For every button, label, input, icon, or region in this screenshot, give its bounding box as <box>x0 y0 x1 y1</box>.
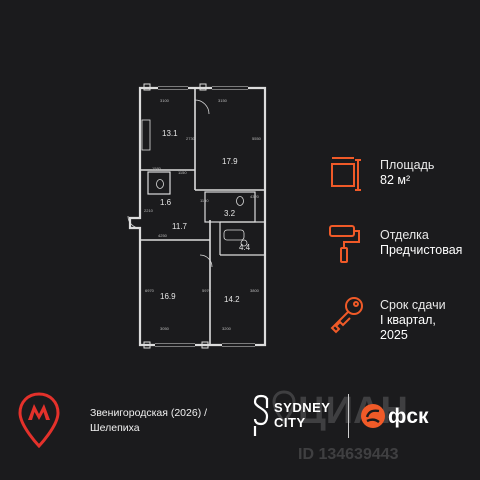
dim-label: 5550 <box>252 136 262 141</box>
dim-label: 3150 <box>218 98 228 103</box>
room-17-9-label: 17.9 <box>222 157 238 166</box>
room-4-4-label: 4.4 <box>239 243 251 252</box>
sydney-city-logo: SYDNEY CITY <box>252 394 342 438</box>
dim-label: 3800 <box>250 288 260 293</box>
finish-label: Отделка <box>380 228 429 242</box>
city-text: CITY <box>274 415 306 430</box>
floor-plan: 13.1 17.9 1.6 3.2 11.7 4.4 16.9 14.2 310… <box>100 80 280 350</box>
dim-label: 3100 <box>160 98 170 103</box>
metro-station: Звенигородская (2026) / Шелепиха <box>90 406 207 436</box>
dim-label: 3050 <box>160 326 170 331</box>
room-16-9-label: 16.9 <box>160 292 176 301</box>
sydney-s-icon <box>253 394 269 436</box>
dim-label: 1580 <box>152 166 162 171</box>
room-3-2-label: 3.2 <box>224 209 236 218</box>
dim-label: 6970 <box>145 288 155 293</box>
dim-label: 5970 <box>202 288 212 293</box>
dim-label: 2210 <box>144 208 154 213</box>
fsk-logo: фск <box>360 402 440 432</box>
area-icon <box>331 157 361 191</box>
deadline-row: Срок сдачи I квартал, 2025 <box>328 290 478 360</box>
floor-plan-drawing: 13.1 17.9 1.6 3.2 11.7 4.4 16.9 14.2 310… <box>127 83 267 349</box>
room-14-2-label: 14.2 <box>224 295 240 304</box>
finish-value: Предчистовая <box>380 243 463 257</box>
sydney-text: SYDNEY <box>274 400 331 415</box>
map-pin-icon <box>272 390 296 424</box>
paint-roller-icon <box>329 225 360 263</box>
brand-divider <box>348 394 349 438</box>
dim-label: 1150 <box>178 170 187 175</box>
watermark-id: ID 134639443 <box>298 446 399 463</box>
area-value: 82 м² <box>380 173 411 187</box>
fsk-text: фск <box>388 405 429 428</box>
info-panel: Площадь 82 м² Отделка Предчистовая Срок … <box>328 150 478 360</box>
key-icon <box>330 297 363 334</box>
watermark: ЦИАН ID 134639443 <box>272 390 432 470</box>
metro-station-line-1: Звенигородская (2026) / <box>90 407 208 419</box>
footer: Звенигородская (2026) / Шелепиха ЦИАН ID… <box>0 370 480 480</box>
watermark-word: ЦИАН <box>298 390 408 432</box>
metro-station-line-2: Шелепиха <box>90 422 140 434</box>
dim-label: 3200 <box>222 326 232 331</box>
sydney-city-text: SYDNEY CITY <box>274 400 330 430</box>
room-13-1-label: 13.1 <box>162 129 178 138</box>
room-1-6-label: 1.6 <box>160 198 172 207</box>
fsk-emblem-icon <box>361 404 385 428</box>
dim-label: 2730 <box>186 136 196 141</box>
deadline-value-line-1: I квартал, <box>380 313 436 327</box>
area-row: Площадь 82 м² <box>328 150 478 220</box>
room-11-7-label: 11.7 <box>172 222 188 231</box>
dim-label: 1150 <box>200 198 209 203</box>
area-label: Площадь <box>380 158 435 172</box>
dim-label: 4320 <box>250 194 260 199</box>
dim-label: 4250 <box>158 233 168 238</box>
finish-row: Отделка Предчистовая <box>328 220 478 290</box>
deadline-label: Срок сдачи <box>380 298 446 312</box>
deadline-value-line-2: 2025 <box>380 328 408 342</box>
metro-icon <box>18 392 60 448</box>
